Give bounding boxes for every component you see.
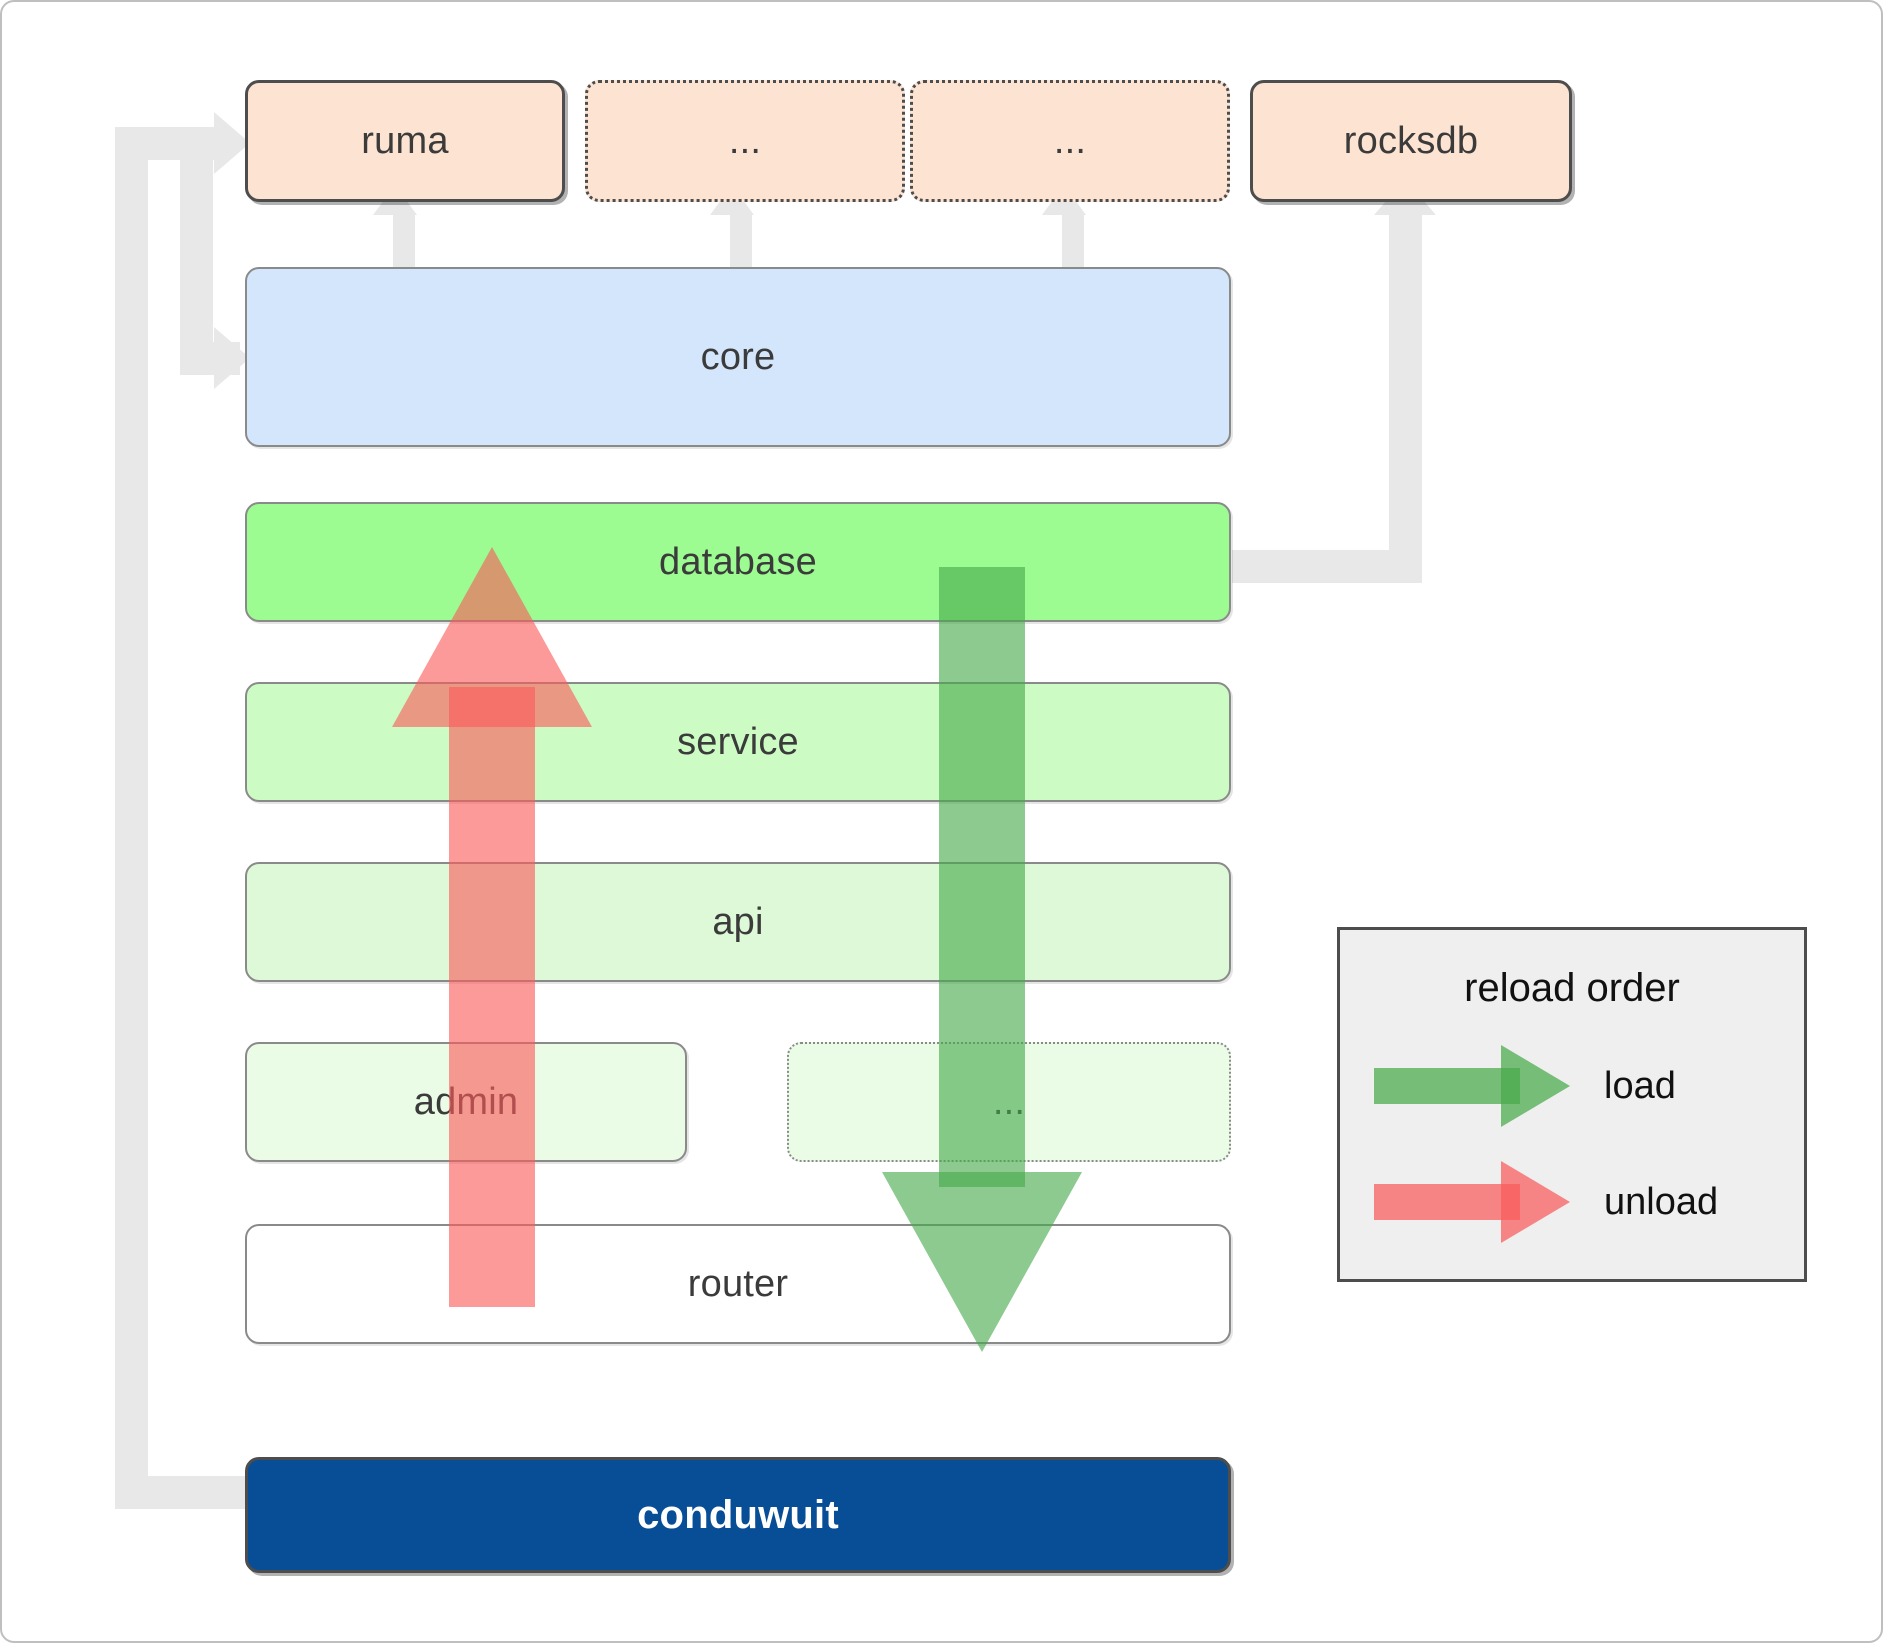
- connector-stub-dots1: [730, 212, 752, 267]
- node-external-dots-2-label: ...: [1053, 119, 1087, 162]
- node-database-label: database: [659, 540, 817, 583]
- connector-trunk-vertical: [115, 127, 148, 1509]
- legend-row-load: load: [1340, 1041, 1804, 1131]
- legend-unload-arrow-icon: [1374, 1157, 1570, 1247]
- legend-panel: reload order load: [1337, 927, 1807, 1282]
- node-router[interactable]: router: [245, 1224, 1231, 1344]
- node-external-dots-1[interactable]: ...: [585, 80, 905, 202]
- connector-trunk-bottom: [115, 1476, 245, 1509]
- node-rocksdb-label: rocksdb: [1343, 119, 1479, 162]
- node-api[interactable]: api: [245, 862, 1231, 982]
- node-stack-dots-label: ...: [992, 1080, 1026, 1123]
- node-service[interactable]: service: [245, 682, 1231, 802]
- connector-arrow-ruma: [214, 112, 250, 174]
- legend-load-arrow-icon: [1374, 1041, 1570, 1131]
- legend-title: reload order: [1464, 966, 1680, 1010]
- node-conduwuit-label: conduwuit: [637, 1492, 839, 1537]
- legend-load-label: load: [1604, 1064, 1676, 1107]
- node-external-dots-1-label: ...: [728, 119, 762, 162]
- connector-branch-core: [180, 127, 213, 345]
- node-conduwuit[interactable]: conduwuit: [245, 1457, 1231, 1573]
- node-ruma[interactable]: ruma: [245, 80, 565, 202]
- node-core[interactable]: core: [245, 267, 1231, 447]
- node-service-label: service: [677, 720, 799, 763]
- node-router-label: router: [687, 1262, 789, 1305]
- connector-stub-dots2: [1062, 212, 1084, 267]
- node-ruma-label: ruma: [361, 119, 449, 162]
- node-rocksdb[interactable]: rocksdb: [1250, 80, 1572, 202]
- connector-stub-ruma: [393, 212, 415, 267]
- node-admin-label: admin: [413, 1080, 519, 1123]
- node-database[interactable]: database: [245, 502, 1231, 622]
- legend-row-unload: unload: [1340, 1157, 1804, 1247]
- node-admin[interactable]: admin: [245, 1042, 687, 1162]
- node-external-dots-2[interactable]: ...: [910, 80, 1230, 202]
- node-core-label: core: [700, 335, 776, 378]
- connector-db-rocksdb-v: [1389, 214, 1422, 566]
- node-api-label: api: [712, 900, 764, 943]
- connector-arrow-core: [214, 327, 250, 389]
- node-stack-dots[interactable]: ...: [787, 1042, 1231, 1162]
- legend-unload-label: unload: [1604, 1180, 1719, 1223]
